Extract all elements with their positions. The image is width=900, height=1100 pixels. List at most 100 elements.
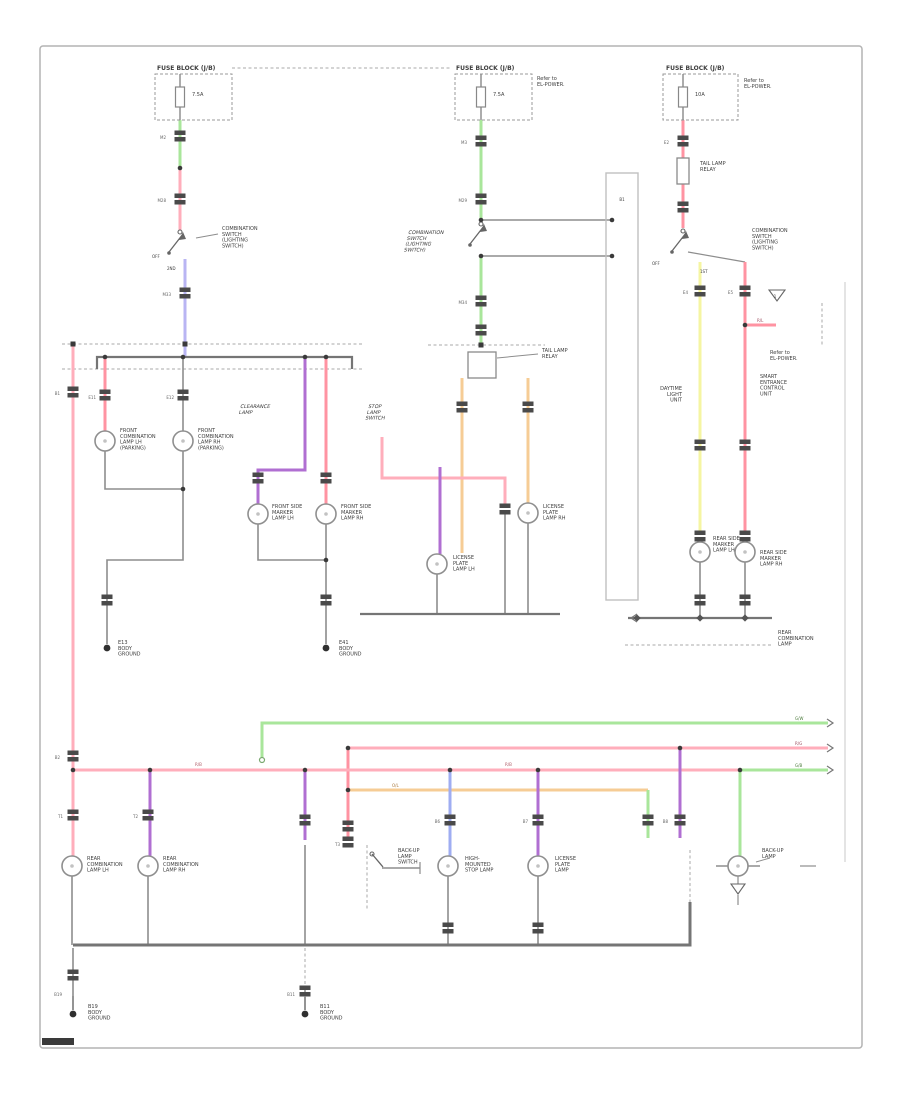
connector-icon [532, 814, 544, 819]
connector-icon [522, 401, 534, 406]
connector-icon [642, 814, 654, 819]
wire-W [496, 353, 539, 359]
label-c14: B6 [435, 819, 441, 824]
connector-icon [475, 142, 487, 147]
connector-icon [252, 479, 264, 484]
label-pos1: OFF [152, 254, 160, 259]
connector-icon [299, 985, 311, 990]
wire-W [257, 524, 326, 561]
connector-icon [475, 331, 487, 336]
label-c2: M28 [157, 198, 166, 203]
label-fuse1: 7.5A [192, 92, 204, 98]
label-wl1: R/B [195, 762, 202, 767]
switch-arrow [179, 232, 186, 240]
label-fuse3: 10A [695, 92, 705, 98]
junction-dot [447, 767, 453, 773]
label-boxref: B1 [619, 197, 625, 202]
label-c6: M34 [458, 300, 467, 305]
connector-icon [532, 821, 544, 826]
junction-dot [102, 354, 108, 360]
label-c1: M2 [160, 135, 166, 140]
lamp-filament [256, 512, 260, 516]
junction-node [182, 341, 188, 347]
fuse-block-box [662, 73, 739, 121]
label-hdr2: FUSE BLOCK (J/B) [456, 65, 515, 72]
junction-dot [478, 217, 484, 223]
connector-icon [99, 396, 111, 401]
connector-icon [252, 472, 264, 477]
label-pos3: OFF [652, 261, 660, 266]
label-wl2: R/B [505, 762, 512, 767]
fuse-icon [677, 86, 689, 108]
lamp-filament [446, 864, 450, 868]
connector-icon [179, 287, 191, 292]
connector-icon [739, 601, 751, 606]
reference-triangle-icon [767, 289, 787, 302]
connector-icon [444, 821, 456, 826]
wire-G [260, 721, 828, 757]
junction-dot [177, 165, 183, 171]
label-c10: B1 [55, 391, 61, 396]
connector-icon [677, 135, 689, 140]
connector-icon [101, 594, 113, 599]
connector-icon [694, 537, 706, 542]
switch-contact [177, 229, 183, 235]
lamp-filament [743, 550, 747, 554]
connector-icon [299, 992, 311, 997]
connector-icon [174, 200, 186, 205]
page-continue-arrow [629, 613, 638, 623]
junction-dot [609, 253, 615, 259]
connector-icon [142, 816, 154, 821]
label-c12: T1 [57, 814, 63, 819]
connector-icon [177, 396, 189, 401]
page-continue-arrow [826, 718, 835, 728]
junction-box [605, 172, 639, 601]
label-c5: M29 [458, 198, 467, 203]
connector-icon [67, 809, 79, 814]
wire-W [195, 233, 219, 239]
label-stopsw: STOPLAMPSWITCH [365, 404, 389, 422]
lamp-filament [146, 864, 150, 868]
label-wl3: O/L [392, 783, 399, 788]
connector-icon [694, 439, 706, 444]
fuse-icon [475, 86, 487, 108]
page-frame [39, 45, 863, 1049]
junction-dot [609, 217, 615, 223]
lamp-filament [435, 562, 439, 566]
wire-D [73, 902, 692, 947]
label-c16: B8 [663, 819, 669, 824]
ground-icon [322, 644, 330, 652]
page-code-mark [42, 1038, 74, 1045]
label-sw2i: COMBINATIONSWITCH(LIGHTINGSWITCH) [403, 230, 445, 253]
junction-dot [345, 787, 351, 793]
switch-contact [468, 243, 472, 247]
relay-box [676, 157, 690, 185]
connector-icon [342, 820, 354, 825]
label-wl5: R/G [795, 741, 802, 746]
connector-icon [456, 408, 468, 413]
connector-icon [320, 479, 332, 484]
connector-icon [67, 816, 79, 821]
connector-icon [532, 929, 544, 934]
switch-arrow [480, 224, 487, 232]
lamp-filament [181, 439, 185, 443]
ground-icon [103, 644, 111, 652]
label-c8: E4 [683, 290, 689, 295]
label-wl7: R/L [757, 318, 764, 323]
junction-dot [323, 557, 329, 563]
ground-icon [69, 1010, 77, 1018]
junction-dot [70, 767, 76, 773]
fuse-block-box [154, 73, 233, 121]
